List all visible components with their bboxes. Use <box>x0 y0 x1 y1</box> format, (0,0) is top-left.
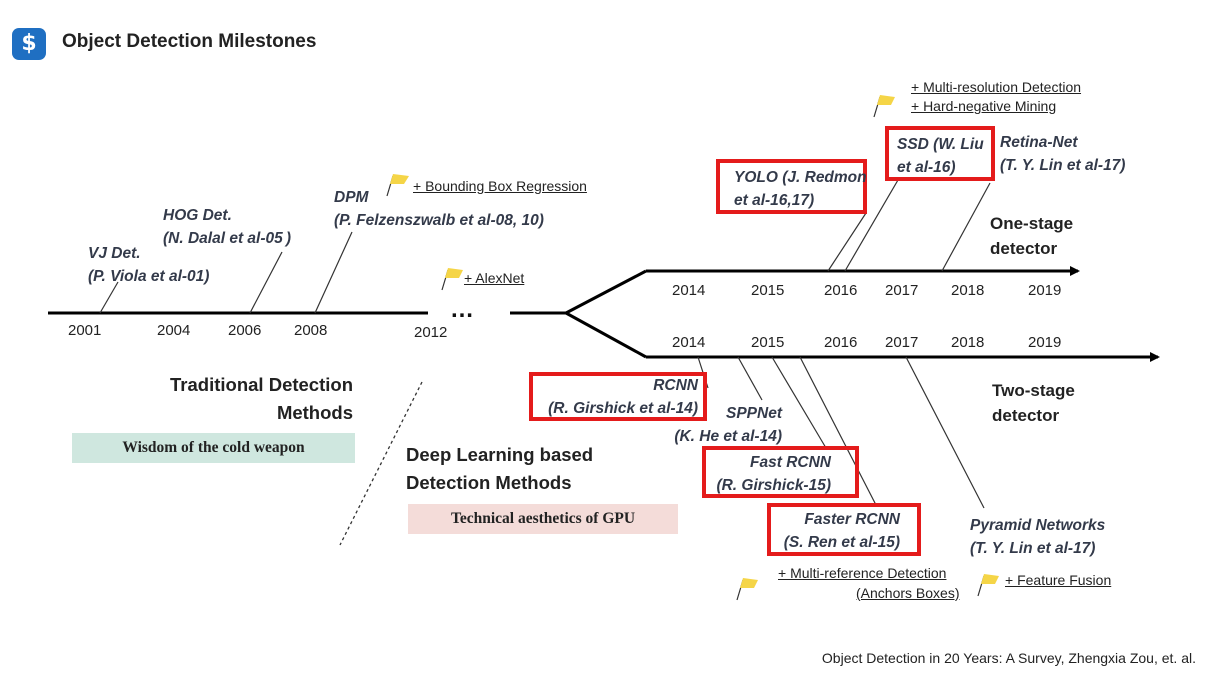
detector-name: SSD (W. Liu <box>897 136 984 153</box>
stage-line2: detector <box>992 406 1060 425</box>
detector-name: Pyramid Networks <box>970 517 1106 534</box>
flag-icon <box>873 95 895 118</box>
section-line2: Methods <box>276 402 353 423</box>
page-title: Object Detection Milestones <box>62 31 317 52</box>
feature-anchors: (Anchors Boxes) <box>856 585 960 601</box>
detector-author: (K. He et al-14) <box>674 428 782 445</box>
stage-line1: One-stage <box>990 214 1074 233</box>
year-label: 2019 <box>1028 334 1062 351</box>
ssd-leader <box>844 179 899 272</box>
detector-name: Faster RCNN <box>804 511 900 528</box>
year-label: 2015 <box>751 334 785 351</box>
ssd-detector: SSD (W. Liu et al-16) <box>897 133 984 179</box>
year-label: 2001 <box>68 322 102 339</box>
retina-detector: Retina-Net (T. Y. Lin et al-17) <box>1000 131 1125 177</box>
flag-icon <box>441 268 463 291</box>
detector-name: DPM <box>334 189 369 206</box>
two-stage-label: Two-stage detector <box>992 378 1075 428</box>
stage-line1: Two-stage <box>992 381 1075 400</box>
fpn-leader <box>905 356 985 509</box>
flag-icon <box>736 578 758 601</box>
one-stage-label: One-stage detector <box>990 211 1073 261</box>
detector-name: YOLO (J. Redmon <box>734 169 867 186</box>
detector-author: (R. Girshick-15) <box>716 477 831 494</box>
detector-author: et al-16,17) <box>734 192 815 209</box>
retina-leader <box>941 182 991 272</box>
deep-section-title: Deep Learning based Detection Methods <box>406 441 593 497</box>
vj-leader <box>99 281 119 314</box>
dpm-detector: DPM (P. Felzenszwalb et al-08, 10) <box>334 186 544 232</box>
detector-author: et al-16) <box>897 159 956 176</box>
sppnet-leader <box>737 356 763 401</box>
year-label: 2012 <box>414 324 448 341</box>
faster-rcnn-leader <box>799 356 877 506</box>
ellipsis: … <box>450 296 474 323</box>
detector-author: (P. Felzenszwalb et al-08, 10) <box>334 212 544 229</box>
detector-name: HOG Det. <box>163 207 232 224</box>
section-divider <box>339 381 423 546</box>
feature-fusion: + Feature Fusion <box>1005 572 1112 588</box>
year-label: 2019 <box>1028 282 1062 299</box>
yolo-highlight-box <box>716 159 867 214</box>
year-label: 2015 <box>751 282 785 299</box>
feature-alexnet: + AlexNet <box>464 270 525 286</box>
year-label: 2016 <box>824 282 858 299</box>
fork-upper <box>565 269 647 315</box>
faster-rcnn-highlight-box <box>767 503 921 556</box>
dpm-leader <box>314 231 353 314</box>
year-label: 2008 <box>294 322 328 339</box>
detector-name: SPPNet <box>726 405 782 422</box>
detector-author: (N. Dalal et al-05 ) <box>163 230 292 247</box>
detector-name: VJ Det. <box>88 245 141 262</box>
ssd-highlight-box <box>885 126 995 181</box>
feature-bbox-regression: + Bounding Box Regression <box>413 178 587 194</box>
hog-leader <box>249 251 283 314</box>
fast-rcnn-leader <box>771 356 827 449</box>
detector-name: Fast RCNN <box>750 454 831 471</box>
stage-line2: detector <box>990 239 1058 258</box>
detector-author: (S. Ren et al-15) <box>783 534 900 551</box>
traditional-section-title: Traditional Detection Methods <box>140 371 353 427</box>
feature-multi-resolution: + Multi-resolution Detection <box>911 79 1082 95</box>
fpn-detector: Pyramid Networks (T. Y. Lin et al-17) <box>970 514 1105 560</box>
detector-author: (T. Y. Lin et al-17) <box>1000 157 1126 174</box>
year-label: 2016 <box>824 334 858 351</box>
logo-icon: $ <box>12 28 46 60</box>
fast-rcnn-highlight-box <box>702 446 859 498</box>
year-label: 2014 <box>672 282 706 299</box>
detector-author: (P. Viola et al-01) <box>88 268 210 285</box>
flag-icon <box>977 574 999 597</box>
detector-author: (R. Girshick et al-14) <box>548 400 698 417</box>
yolo-leader <box>827 212 867 272</box>
section-line2: Detection Methods <box>406 472 572 493</box>
deep-tag: Technical aesthetics of GPU <box>408 504 678 534</box>
feature-multi-reference: + Multi-reference Detection <box>778 565 947 581</box>
year-label: 2017 <box>885 282 919 299</box>
year-label: 2017 <box>885 334 919 351</box>
faster-rcnn-detector: Faster RCNN (S. Ren et al-15) <box>776 508 900 554</box>
year-label: 2004 <box>157 322 191 339</box>
year-label: 2018 <box>951 334 985 351</box>
year-label: 2006 <box>228 322 262 339</box>
citation: Object Detection in 20 Years: A Survey, … <box>821 650 1196 666</box>
sppnet-detector: SPPNet (K. He et al-14) <box>662 402 782 448</box>
section-line1: Deep Learning based <box>406 444 594 465</box>
detector-author: (T. Y. Lin et al-17) <box>970 540 1096 557</box>
hog-detector: HOG Det. (N. Dalal et al-05 ) <box>163 204 291 250</box>
fork-lower <box>565 311 647 359</box>
vj-detector: VJ Det. (P. Viola et al-01) <box>88 242 209 288</box>
traditional-tag: Wisdom of the cold weapon <box>72 433 355 463</box>
detector-name: RCNN <box>653 377 698 394</box>
feature-hard-negative: + Hard-negative Mining <box>911 98 1057 114</box>
rcnn-detector: RCNN (R. Girshick et al-14) <box>538 374 698 420</box>
yolo-detector: YOLO (J. Redmon et al-16,17) <box>734 166 867 212</box>
year-label: 2014 <box>672 334 706 351</box>
section-line1: Traditional Detection <box>170 374 353 395</box>
flag-icon <box>386 174 409 197</box>
year-label: 2018 <box>951 282 985 299</box>
rcnn-highlight-box <box>529 372 707 421</box>
detector-name: Retina-Net <box>1000 134 1078 151</box>
fast-rcnn-detector: Fast RCNN (R. Girshick-15) <box>710 451 831 497</box>
